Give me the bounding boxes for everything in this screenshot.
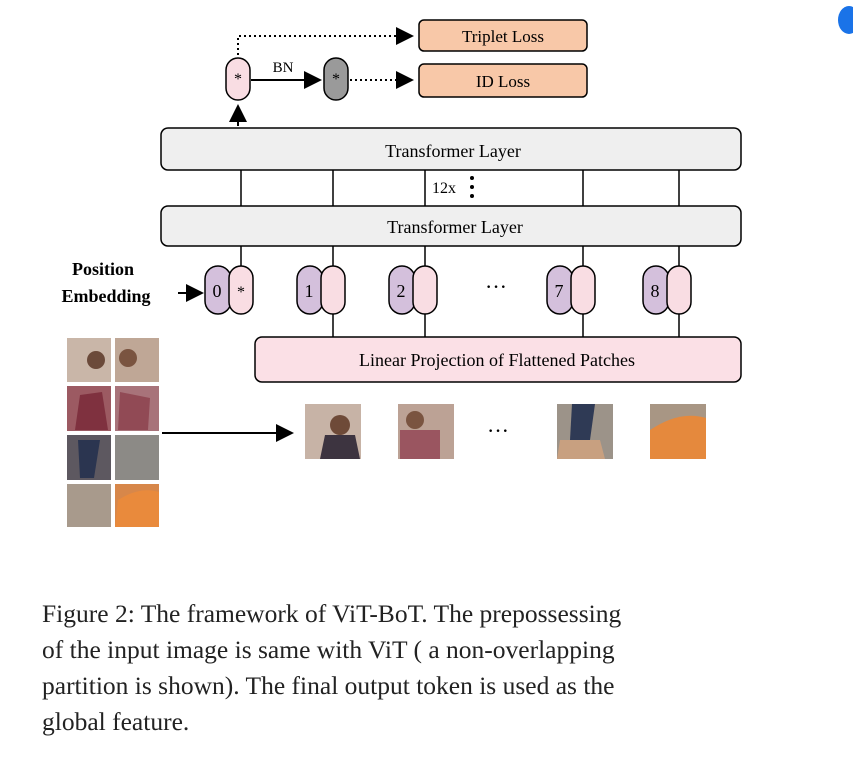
transformer-layer-bottom: Transformer Layer: [160, 205, 742, 247]
token-index-7: 7: [555, 281, 564, 301]
projection-to-token-connectors: [332, 314, 680, 337]
transformer-layer-bottom-label: Transformer Layer: [387, 217, 523, 237]
patch-1: [305, 404, 361, 459]
token-pair-8: 8: [642, 265, 692, 315]
figure-caption: Figure 2: The framework of ViT-BoT. The …: [42, 596, 750, 740]
position-embedding-label-line2: Embedding: [61, 286, 150, 306]
caption-line-3: partition is shown). The final output to…: [42, 671, 615, 700]
token-index-1: 1: [305, 281, 314, 301]
linear-projection-label: Linear Projection of Flattened Patches: [359, 350, 635, 370]
token-pair-7: 7: [546, 265, 596, 315]
patch-ellipsis: ···: [487, 418, 509, 443]
bn-output-token: *: [323, 57, 349, 101]
patch-7: [557, 404, 613, 459]
vertical-ellipsis-icon: [470, 176, 474, 198]
position-embedding-label-line1: Position: [72, 259, 134, 279]
token-ellipsis: ···: [485, 274, 507, 299]
token-index-0: 0: [213, 281, 222, 301]
patch-8: [650, 404, 706, 459]
assistant-badge-icon[interactable]: [838, 6, 853, 34]
repeat-count: 12x: [432, 180, 456, 197]
output-class-token: *: [225, 57, 251, 101]
token-pair-2: 2: [388, 265, 438, 315]
class-token-star: *: [237, 284, 245, 301]
input-image-partitioned: [67, 338, 159, 527]
token-pair-1: 1: [296, 265, 346, 315]
token-to-layer-connectors: [240, 246, 680, 266]
id-loss-label: ID Loss: [476, 72, 530, 91]
bn-label: BN: [273, 60, 294, 76]
triplet-loss-box: Triplet Loss: [418, 19, 588, 52]
token-index-2: 2: [397, 281, 406, 301]
output-token-star: *: [234, 71, 242, 88]
transformer-layer-top: Transformer Layer: [160, 127, 742, 171]
token-index-8: 8: [651, 281, 660, 301]
layer-connectors: [240, 170, 680, 206]
transformer-layer-top-label: Transformer Layer: [385, 141, 521, 161]
token-pair-0: 0 *: [204, 265, 254, 315]
caption-line-2: of the input image is same with ViT ( a …: [42, 635, 615, 664]
patch-2: [398, 404, 454, 459]
vit-bot-framework-diagram: Triplet Loss ID Loss * BN * Transformer …: [61, 19, 742, 527]
triplet-loss-label: Triplet Loss: [462, 27, 544, 46]
linear-projection-box: Linear Projection of Flattened Patches: [254, 336, 742, 383]
triplet-dotted-arrow: [237, 27, 414, 60]
bn-token-star: *: [332, 71, 340, 88]
id-loss-box: ID Loss: [418, 63, 588, 98]
caption-line-1: Figure 2: The framework of ViT-BoT. The …: [42, 599, 622, 628]
caption-line-4: global feature.: [42, 707, 190, 736]
